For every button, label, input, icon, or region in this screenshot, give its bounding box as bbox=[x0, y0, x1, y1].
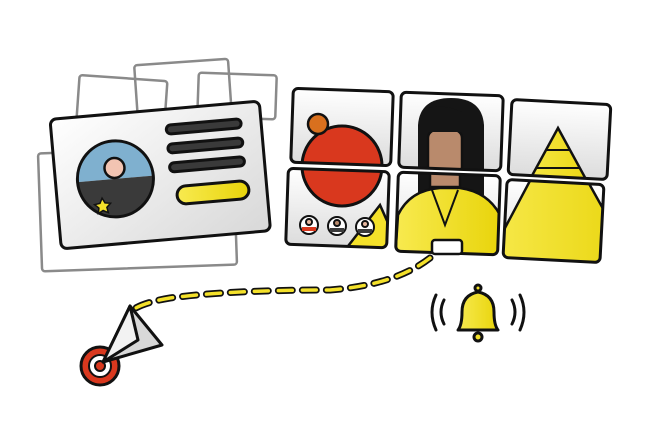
video-grid bbox=[284, 86, 613, 264]
text-line bbox=[168, 155, 246, 174]
video-tile bbox=[284, 166, 391, 250]
profile-card bbox=[48, 100, 272, 250]
action-button[interactable] bbox=[175, 179, 251, 206]
video-tile bbox=[501, 178, 606, 264]
face-icon bbox=[103, 156, 126, 180]
participant-avatars bbox=[299, 215, 375, 237]
text-line bbox=[164, 117, 243, 136]
video-tile-person bbox=[397, 90, 505, 173]
video-tile-person bbox=[394, 170, 502, 257]
video-tile bbox=[289, 86, 395, 168]
ring-wave bbox=[430, 293, 446, 332]
small-circle bbox=[306, 112, 330, 136]
ring-wave bbox=[510, 293, 526, 332]
name-tag bbox=[430, 238, 464, 256]
paper-plane-icon bbox=[101, 304, 164, 364]
bell-icon bbox=[430, 283, 526, 343]
avatar bbox=[74, 137, 157, 221]
video-tile bbox=[506, 98, 613, 181]
star-icon bbox=[92, 196, 113, 215]
text-line bbox=[166, 136, 245, 155]
